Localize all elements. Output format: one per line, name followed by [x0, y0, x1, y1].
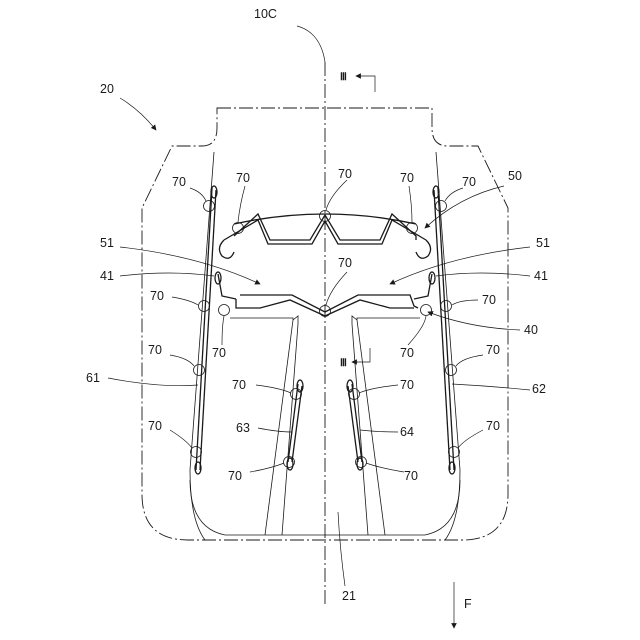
section-arrow-upper	[356, 76, 375, 92]
label-50: 50	[508, 169, 522, 183]
label-20: 20	[100, 82, 114, 96]
label-70: 70	[482, 293, 496, 307]
label-70: 70	[236, 171, 250, 185]
label-70: 70	[150, 289, 164, 303]
label-70: 70	[212, 346, 226, 360]
leader-21	[338, 512, 345, 586]
hook-eye-right	[429, 272, 435, 284]
leader-50	[425, 186, 504, 228]
label-70: 70	[486, 419, 500, 433]
clip-leader-line	[326, 180, 347, 210]
leader-62	[452, 384, 530, 390]
clip-circle	[446, 365, 457, 376]
center-axis-leader	[297, 26, 325, 62]
leader-20	[120, 98, 156, 130]
clip-leader-line	[256, 385, 291, 393]
label-61: 61	[86, 371, 100, 385]
label-70: 70	[338, 256, 352, 270]
label-70: 70	[148, 343, 162, 357]
label-70: 70	[232, 378, 246, 392]
clip-leader-line	[190, 188, 206, 201]
spring-62	[438, 188, 454, 470]
label-41-right: 41	[534, 269, 548, 283]
leader-64	[360, 430, 398, 432]
spring-63-bottom-eye	[287, 458, 293, 470]
leader-63	[258, 428, 292, 432]
clip-circle	[421, 305, 432, 316]
clip-circle	[441, 301, 452, 312]
label-70: 70	[148, 419, 162, 433]
label-70: 70	[404, 469, 418, 483]
clip-circle	[449, 447, 460, 458]
label-70: 70	[486, 343, 500, 357]
label-70: 70	[228, 469, 242, 483]
label-10c: 10C	[254, 7, 277, 21]
label-70: 70	[400, 346, 414, 360]
label-70: 70	[338, 167, 352, 181]
upper-wire-hook-left	[219, 240, 234, 258]
clip-leader-line	[445, 188, 463, 201]
clip-circle	[194, 365, 205, 376]
label-64: 64	[400, 425, 414, 439]
leader-41-left	[120, 273, 214, 276]
spring-61	[196, 188, 212, 470]
clip-leader-line	[170, 355, 194, 366]
clip-circle	[436, 201, 447, 212]
clip-leader-line	[366, 463, 404, 472]
clip-leader-line	[452, 300, 478, 305]
label-63: 63	[236, 421, 250, 435]
clip-circle	[204, 201, 215, 212]
label-41-left: 41	[100, 269, 114, 283]
hook-eye-left	[215, 272, 221, 284]
leader-61	[108, 378, 198, 386]
clip-circle	[219, 305, 230, 316]
label-62: 62	[532, 382, 546, 396]
label-70: 70	[400, 378, 414, 392]
clip-leader-line	[172, 297, 198, 305]
label-51-left: 51	[100, 236, 114, 250]
spring-64-bottom-eye	[357, 458, 363, 470]
upper-wire-hook-right	[416, 240, 431, 258]
label-70: 70	[462, 175, 476, 189]
clip-leader-line	[458, 430, 483, 448]
clip-leader-line	[456, 355, 483, 366]
clip-leader-line	[409, 186, 412, 222]
label-40: 40	[524, 323, 538, 337]
clip-leader-line	[408, 316, 426, 345]
front-channel-inner-right	[352, 316, 368, 535]
leader-51-left	[120, 247, 260, 284]
clip-leader-line	[222, 316, 224, 345]
leader-51-right	[390, 247, 530, 284]
clip-leader-line	[250, 463, 284, 472]
clip-leader-line	[238, 186, 245, 222]
label-21: 21	[342, 589, 356, 603]
label-70: 70	[172, 175, 186, 189]
clip-leader-line	[359, 385, 398, 393]
leader-41-right	[436, 273, 530, 276]
label-70: 70	[400, 171, 414, 185]
label-51-right: 51	[536, 236, 550, 250]
label-section-lower: Ⅲ	[340, 358, 347, 369]
clip-leader-line	[170, 430, 192, 448]
label-f: F	[464, 597, 472, 611]
label-section-upper: Ⅲ	[340, 72, 347, 83]
clip-leader-line	[326, 272, 347, 305]
front-channel-inner-left	[282, 316, 298, 535]
clip-circle	[199, 301, 210, 312]
clip-circle	[191, 447, 202, 458]
